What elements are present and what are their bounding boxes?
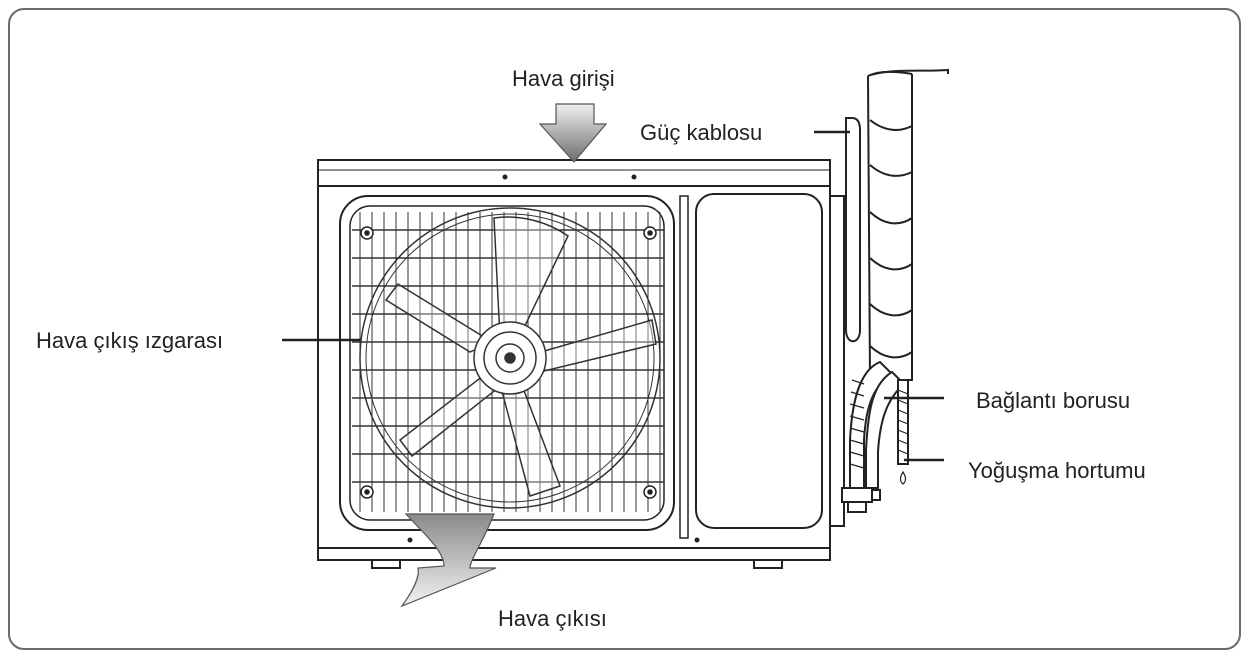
air-outlet-arrow-icon [400,513,497,608]
air-inlet-arrow-icon [538,103,608,163]
label-air-outlet-grille: Hava çıkış ızgarası [36,328,224,353]
label-air-inlet: Hava girişi [512,66,615,91]
unit-body [317,185,845,569]
connection-pipe [841,360,906,513]
drain-hose [897,379,909,485]
grille-screws [360,226,657,499]
label-air-outlet: Hava çıkısı [498,606,607,631]
power-cable [845,117,861,343]
diagram-frame [8,8,1241,650]
leader-lines [282,130,944,462]
label-power-cable: Güç kablosu [640,120,763,145]
fan [359,207,661,509]
label-connection-pipe: Bağlantı borusu [976,388,1131,413]
wall-pipe [867,68,949,381]
unit-top [317,159,831,187]
label-drain-hose: Yoğuşma hortumu [968,458,1146,483]
